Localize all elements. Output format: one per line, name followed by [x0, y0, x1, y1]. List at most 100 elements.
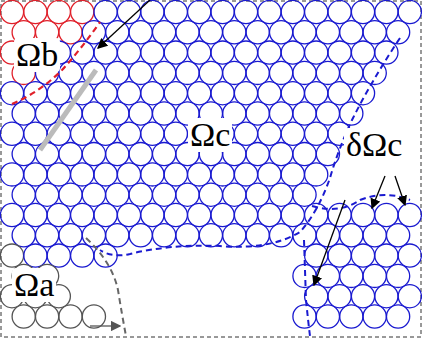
- particle: [234, 203, 257, 226]
- particle: [71, 0, 94, 23]
- particle: [375, 41, 398, 64]
- particle: [351, 203, 374, 226]
- particle: [12, 183, 35, 206]
- particle: [129, 21, 152, 44]
- particle: [24, 163, 47, 186]
- leader-arrow: [314, 200, 345, 285]
- particle: [47, 203, 70, 226]
- particle: [293, 102, 316, 125]
- particle: [117, 203, 140, 226]
- particle: [176, 224, 199, 247]
- particle: [176, 21, 199, 44]
- particle: [398, 0, 421, 23]
- region-label: Ωa: [12, 268, 56, 302]
- particle: [106, 224, 129, 247]
- particle: [36, 143, 59, 166]
- particle: [47, 0, 70, 23]
- particle: [234, 122, 257, 145]
- particle: [129, 61, 152, 84]
- particle: [281, 41, 304, 64]
- particle: [153, 61, 176, 84]
- particle: [0, 0, 23, 23]
- particle: [153, 143, 176, 166]
- particle: [328, 285, 351, 308]
- particle: [340, 224, 363, 247]
- particle: [94, 203, 117, 226]
- particle: [176, 183, 199, 206]
- particle: [340, 21, 363, 44]
- particle: [258, 41, 281, 64]
- particle: [188, 163, 211, 186]
- particle: [141, 82, 164, 105]
- particle: [188, 203, 211, 226]
- region-label: δΩc: [344, 128, 404, 162]
- particle: [351, 285, 374, 308]
- particle: [246, 102, 269, 125]
- particle: [375, 0, 398, 23]
- region-boundary-c: [100, 38, 410, 336]
- particle: [188, 0, 211, 23]
- region-boundary-a: [86, 238, 126, 336]
- particle: [199, 21, 222, 44]
- particle: [223, 224, 246, 247]
- region-boundary-b: [12, 22, 100, 104]
- particle: [270, 21, 293, 44]
- particle: [164, 41, 187, 64]
- particle: [234, 41, 257, 64]
- particle: [164, 203, 187, 226]
- particle: [351, 0, 374, 23]
- particle: [106, 183, 129, 206]
- particle: [0, 82, 23, 105]
- particle: [281, 203, 304, 226]
- leader-arrow: [90, 325, 120, 326]
- grey-arrow: [40, 70, 96, 150]
- particle: [223, 21, 246, 44]
- particle: [94, 41, 117, 64]
- particle: [106, 102, 129, 125]
- particle: [199, 61, 222, 84]
- particle: [153, 102, 176, 125]
- particle: [305, 285, 328, 308]
- particle: [117, 41, 140, 64]
- particle: [223, 183, 246, 206]
- particle: [24, 244, 47, 267]
- particle: [363, 21, 386, 44]
- particle: [0, 244, 23, 267]
- particle: [258, 163, 281, 186]
- particle: [270, 61, 293, 84]
- particle: [340, 61, 363, 84]
- particle: [340, 305, 363, 328]
- particle: [211, 0, 234, 23]
- particle: [36, 305, 59, 328]
- particle: [305, 41, 328, 64]
- particle: [363, 305, 386, 328]
- particle: [82, 183, 105, 206]
- particle: [129, 143, 152, 166]
- particle: [94, 82, 117, 105]
- particle: [270, 143, 293, 166]
- particle: [36, 102, 59, 125]
- particle: [387, 264, 410, 287]
- leader-arrow: [395, 176, 405, 205]
- particle: [106, 61, 129, 84]
- particle: [71, 244, 94, 267]
- particle: [199, 183, 222, 206]
- particle: [234, 82, 257, 105]
- particle: [270, 224, 293, 247]
- particle: [94, 122, 117, 145]
- particle: [316, 102, 339, 125]
- particle: [305, 82, 328, 105]
- particle: [398, 203, 421, 226]
- particle: [47, 163, 70, 186]
- particle: [164, 122, 187, 145]
- particle: [12, 305, 35, 328]
- particle: [234, 163, 257, 186]
- particle: [211, 163, 234, 186]
- particle: [316, 305, 339, 328]
- particle: [293, 61, 316, 84]
- leader-arrow: [372, 176, 385, 208]
- particle: [106, 143, 129, 166]
- particle: [36, 224, 59, 247]
- particle: [293, 143, 316, 166]
